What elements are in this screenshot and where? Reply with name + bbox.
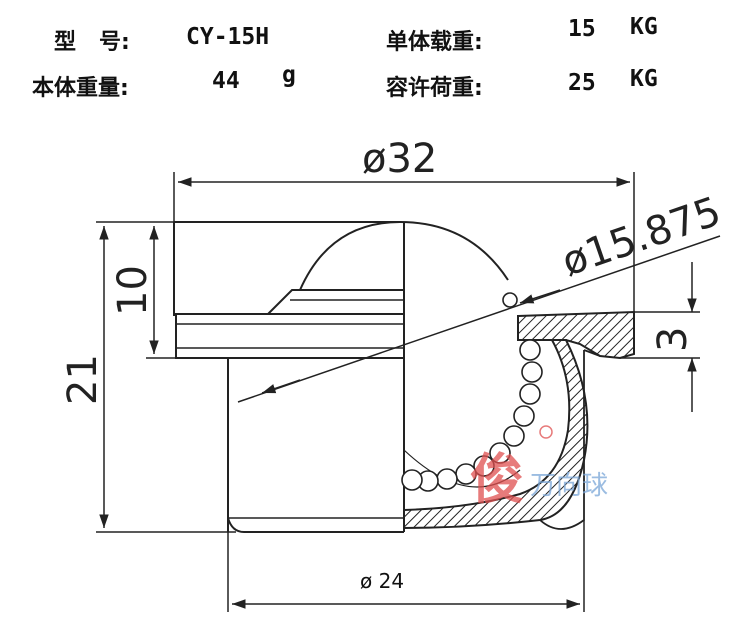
model-label: 型 号: — [54, 30, 130, 55]
ball — [299, 220, 521, 488]
body-diameter-label: ø 24 — [360, 569, 404, 593]
single-load-value: 15 — [568, 16, 596, 42]
body-weight-label: 本体重量: — [32, 76, 129, 101]
allowable-load-unit: KG — [630, 66, 658, 92]
caster-body-elevation — [173, 221, 405, 533]
allowable-load-value: 25 — [568, 70, 596, 96]
body-weight-value: 44 — [212, 68, 240, 94]
height-upper-label: 10 — [110, 265, 156, 316]
single-load-label: 单体载重: — [386, 30, 483, 55]
allowable-load-label: 容许荷重: — [386, 76, 483, 101]
bearing-balls — [401, 292, 543, 492]
model-value: CY-15H — [186, 24, 270, 50]
brand-watermark: 俊 万向球 — [470, 425, 608, 511]
dim-body-diameter: ø 24 — [227, 520, 585, 612]
dim-height-total: 21 — [60, 221, 236, 533]
flange-thickness-label: 3 — [650, 327, 696, 352]
watermark-text: 万向球 — [530, 471, 608, 501]
height-total-label: 21 — [60, 354, 106, 405]
single-load-unit: KG — [630, 14, 658, 40]
housing-section — [403, 310, 635, 530]
body-weight-unit: g — [282, 62, 296, 88]
outer-diameter-label: ø32 — [362, 136, 437, 182]
brand-logo-icon: 俊 — [470, 448, 524, 511]
dim-outer-diameter: ø32 — [173, 136, 635, 320]
ball-diameter-label: ø15.875 — [556, 188, 726, 285]
dim-ball-diameter: ø15.875 — [237, 188, 727, 403]
dim-flange-thickness: 3 — [620, 262, 700, 412]
